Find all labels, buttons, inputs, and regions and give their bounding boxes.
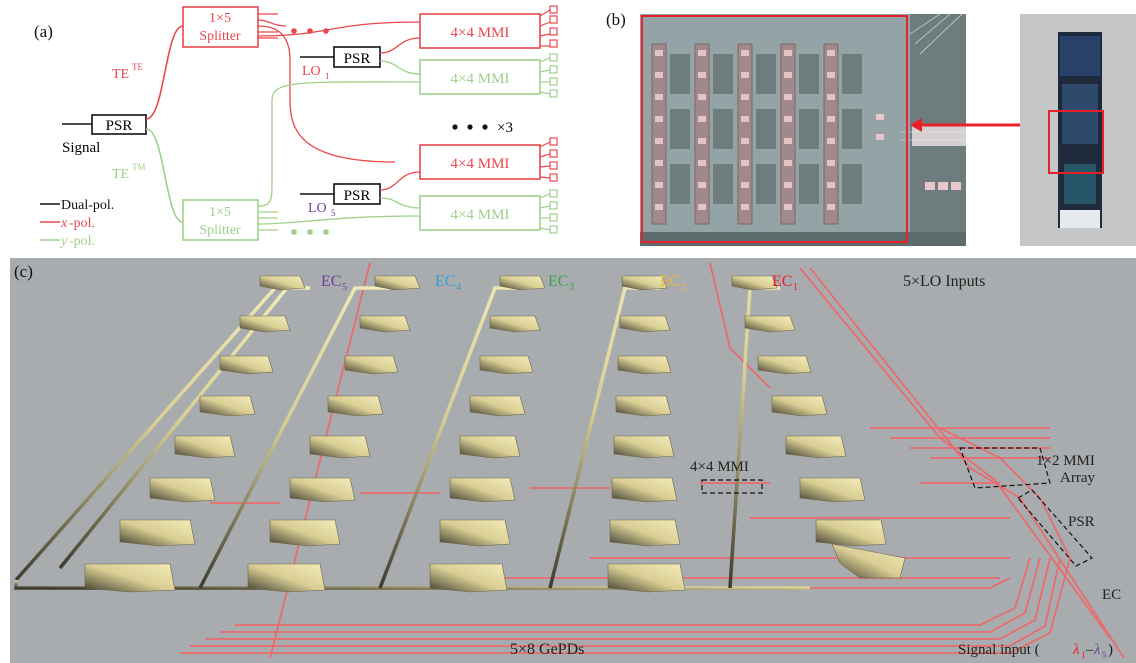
mmi12-label-2: Array (1060, 470, 1095, 486)
lo5-label: LO (308, 201, 327, 216)
legend-x-prefix: x (60, 216, 68, 231)
mmi-red-1: 4×4 MMI (420, 14, 540, 48)
legend: Dual-pol. x -pol. y -pol. (40, 198, 114, 249)
psr-lo5-text: PSR (344, 188, 371, 204)
zoom-frame (641, 15, 908, 243)
pd-stubs-red-1 (540, 6, 557, 47)
pd-stubs-green-2 (540, 190, 557, 233)
mmi12-label-1: 1×2 MMI (1036, 453, 1095, 469)
ec1-label: EC (772, 273, 792, 290)
mmi-green-1: 4×4 MMI (420, 60, 540, 94)
pd-column-3 (430, 276, 545, 592)
gepd-array (85, 276, 905, 592)
tm-label-sup: TM (132, 162, 146, 172)
lo1-sub: 1 (325, 71, 330, 81)
pd-column-2 (608, 276, 685, 592)
te-path (146, 26, 183, 119)
mmi44-box (702, 480, 762, 493)
chip-layout-render: EC 5 EC 4 EC 3 EC 2 EC 1 5×LO Inputs 4×4… (10, 258, 1136, 663)
te-label-sup: TE (132, 62, 143, 72)
tm-label: TE (112, 167, 129, 182)
legend-y-prefix: y (59, 234, 68, 249)
panel-b: (b) (600, 0, 1136, 255)
svg-text:5: 5 (1102, 650, 1107, 660)
gepds-label: 5×8 GePDs (510, 641, 584, 658)
lo1-label: LO (302, 64, 321, 79)
repeat-text: ×3 (497, 120, 513, 136)
svg-text:λ: λ (1072, 642, 1080, 658)
svg-text:4×4 MMI: 4×4 MMI (451, 71, 510, 87)
splitter-top-line2: Splitter (199, 29, 241, 44)
ec3-sub: 3 (569, 282, 574, 293)
panel-c: (c) (10, 258, 1136, 663)
svg-text:4×4 MMI: 4×4 MMI (451, 25, 510, 41)
tm-path (146, 129, 183, 222)
ellipsis-bottom (291, 229, 329, 235)
svg-text:): ) (1108, 642, 1113, 658)
signal-text: Signal (62, 140, 100, 156)
annotation-boxes (702, 448, 1092, 566)
svg-text:1: 1 (1081, 650, 1086, 660)
ec5-sub: 5 (342, 282, 347, 293)
mmi-red-2: 4×4 MMI (420, 145, 540, 179)
chip-highlight-frame (1048, 110, 1104, 174)
pd-stubs-green-1 (540, 54, 557, 97)
splitter-bottom-line2: Splitter (199, 223, 241, 238)
schematic-diagram: PSR Signal TE TE TE TM 1×5 Splitter 1×5 … (0, 0, 600, 255)
splitter-bottom-line1: 1×5 (209, 205, 231, 220)
ec3-label: EC (548, 273, 568, 290)
psr-main-text: PSR (106, 118, 133, 134)
mmi-green-2: 4×4 MMI (420, 196, 540, 230)
ec5-label: EC (321, 273, 341, 290)
legend-y: -pol. (69, 234, 95, 249)
legend-dual: Dual-pol. (61, 198, 114, 213)
psr-label-c: PSR (1068, 514, 1095, 530)
ec2-label: EC (660, 273, 680, 290)
lo-inputs-label: 5×LO Inputs (903, 273, 985, 290)
ec-label: EC (1102, 587, 1121, 603)
ec1-sub: 1 (793, 282, 798, 293)
psr-lo1-text: PSR (344, 51, 371, 67)
mmi44-label: 4×4 MMI (690, 459, 749, 475)
lo5-sub: 5 (331, 208, 336, 218)
svg-text:–: – (1085, 642, 1094, 658)
panel-b-label: (b) (606, 10, 626, 30)
ec4-label: EC (435, 273, 455, 290)
svg-text:4×4 MMI: 4×4 MMI (451, 156, 510, 172)
signal-input-label: Signal input ( λ 1 – λ 5 ) (958, 642, 1113, 660)
panel-a: (a) PSR Signal TE TE TE TM 1×5 Splitter (0, 0, 600, 255)
pd-stubs-red-2 (540, 138, 557, 181)
ec4-sub: 4 (456, 282, 461, 293)
repeat-dots (452, 124, 487, 129)
svg-text:Signal input (: Signal input ( (958, 642, 1040, 658)
splitter-top-line1: 1×5 (209, 11, 231, 26)
chip-photo (1020, 14, 1136, 246)
ec2-sub: 2 (681, 282, 686, 293)
svg-text:λ: λ (1093, 642, 1101, 658)
te-label: TE (112, 67, 129, 82)
legend-x: -pol. (69, 216, 95, 231)
pd-column-1 (732, 276, 905, 578)
svg-text:4×4 MMI: 4×4 MMI (451, 207, 510, 223)
pd-column-5 (85, 276, 305, 592)
